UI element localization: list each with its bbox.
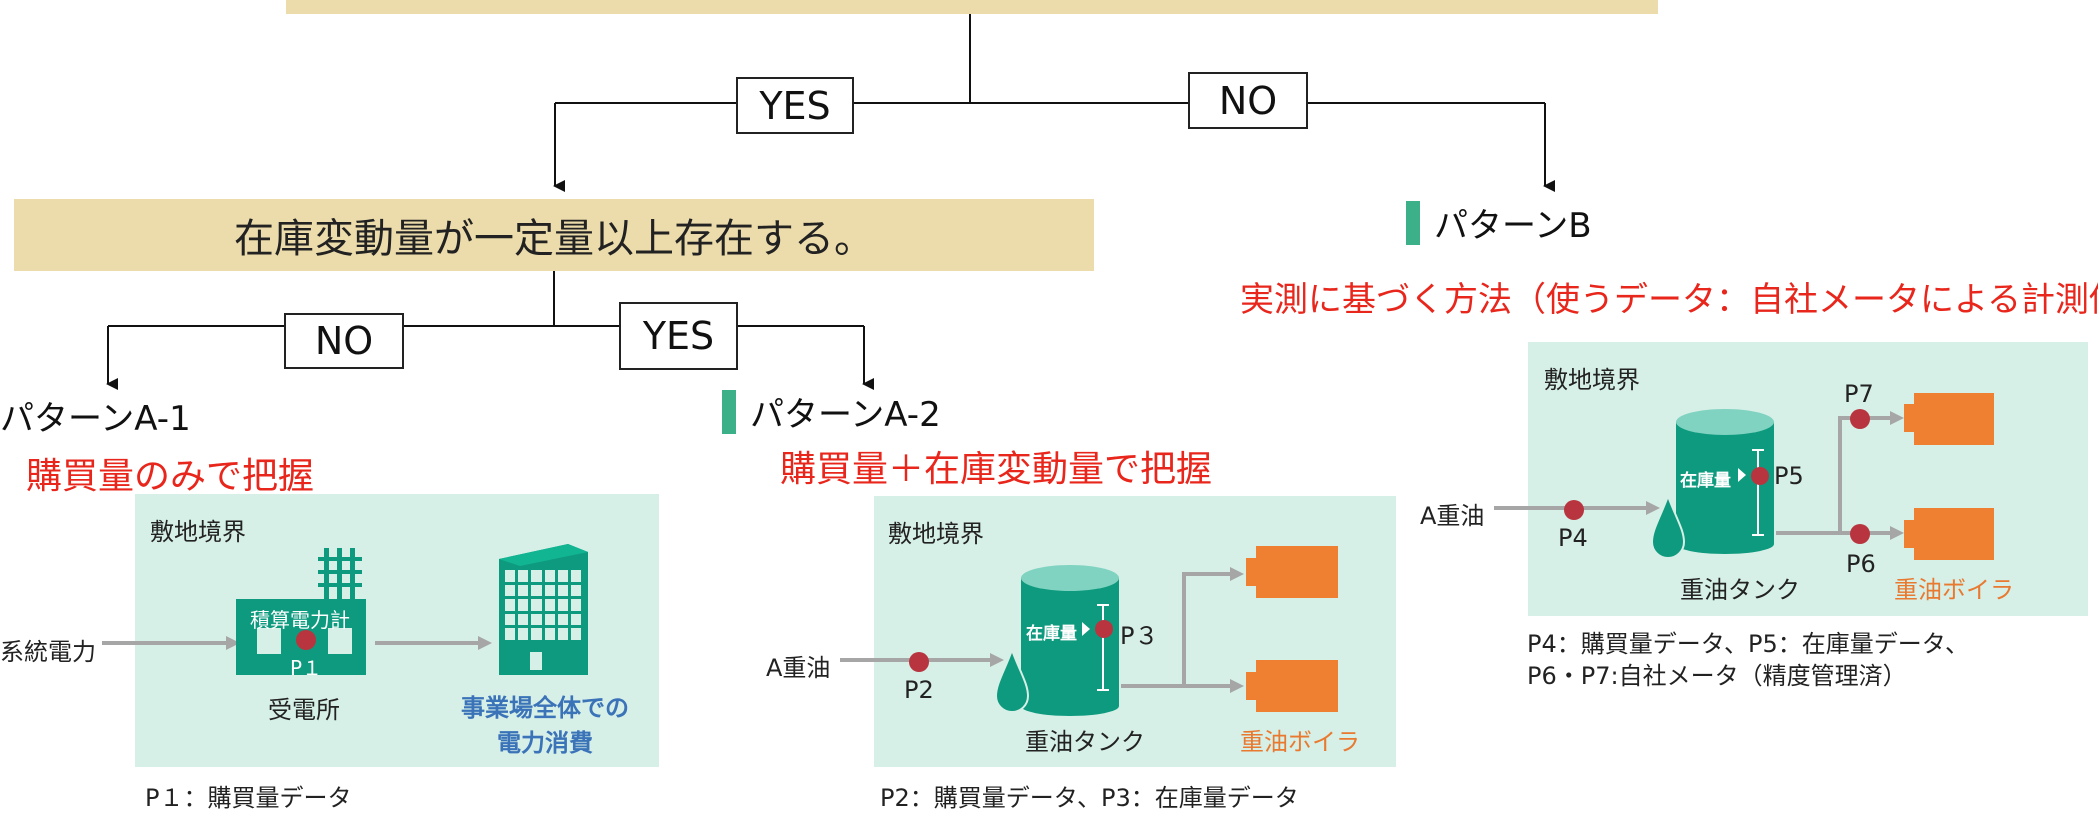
substation-label: 受電所: [268, 696, 340, 724]
p6-label: P6: [1846, 550, 1876, 578]
p2-label: P2: [904, 676, 934, 704]
pattern-a2-name: パターンA-2: [750, 395, 941, 435]
office-building-icon: [505, 570, 581, 640]
pattern-a1-title: パターンA-1: [0, 391, 191, 440]
stock-label: 在庫量: [1680, 471, 1731, 491]
yes-label-left: YES: [619, 302, 738, 370]
pattern-marker: [1406, 200, 1420, 245]
p5-label: P5: [1774, 462, 1804, 490]
meter-point-label: P１: [290, 656, 323, 680]
grid-power-label: 系統電力: [0, 638, 96, 666]
office-door-icon: [530, 652, 542, 670]
no-label-top: NO: [1188, 72, 1308, 129]
boiler-label: 重油ボイラ: [1240, 728, 1360, 756]
panel-a2: [874, 496, 1396, 767]
meter-label: 積算電力計: [250, 608, 350, 632]
yes-label-top: YES: [736, 77, 854, 134]
panel-b: [1528, 342, 2088, 616]
pattern-b-title: パターンB: [1406, 198, 1592, 247]
boiler-label: 重油ボイラ: [1894, 576, 2014, 604]
top-question-bar: [286, 0, 1658, 14]
p4-label: P4: [1558, 524, 1588, 552]
p3-label: P３: [1120, 622, 1159, 650]
stock-label: 在庫量: [1026, 624, 1077, 644]
pattern-b-name: パターンB: [1434, 206, 1592, 246]
pattern-a2-title: パターンA-2: [722, 387, 941, 436]
no-label-left: NO: [284, 313, 404, 369]
consumer-label-line2: 電力消費: [497, 729, 593, 757]
boundary-label: 敷地境界: [150, 518, 246, 546]
fuel-label: A重油: [1420, 502, 1485, 530]
inventory-question-text: 在庫変動量が一定量以上存在する。: [234, 216, 874, 262]
pattern-marker: [722, 389, 736, 434]
boundary-label: 敷地境界: [1544, 366, 1640, 394]
boundary-label: 敷地境界: [888, 520, 984, 548]
pattern-a1-name: パターンA-1: [0, 399, 191, 439]
p7-label: P7: [1844, 380, 1874, 408]
consumer-label: 事業場全体での 電力消費: [445, 688, 645, 758]
fuel-label: A重油: [766, 654, 831, 682]
pattern-b-caption-line2: P6・P7:自社メータ（精度管理済）: [1527, 662, 1907, 690]
consumer-label-line1: 事業場全体での: [461, 694, 629, 722]
pattern-a1-method: 購買量のみで把握: [26, 456, 315, 497]
pattern-a2-method: 購買量＋在庫変動量で把握: [780, 449, 1213, 490]
pattern-b-method: 実測に基づく方法（使うデータ：自社メータによる計測値）: [1240, 280, 2098, 320]
tank-label: 重油タンク: [1025, 728, 1145, 756]
inventory-question-bar: 在庫変動量が一定量以上存在する。: [14, 199, 1094, 271]
pattern-b-caption-line1: P4：購買量データ、P5：在庫量データ、: [1527, 630, 1970, 658]
tank-label: 重油タンク: [1680, 576, 1800, 604]
